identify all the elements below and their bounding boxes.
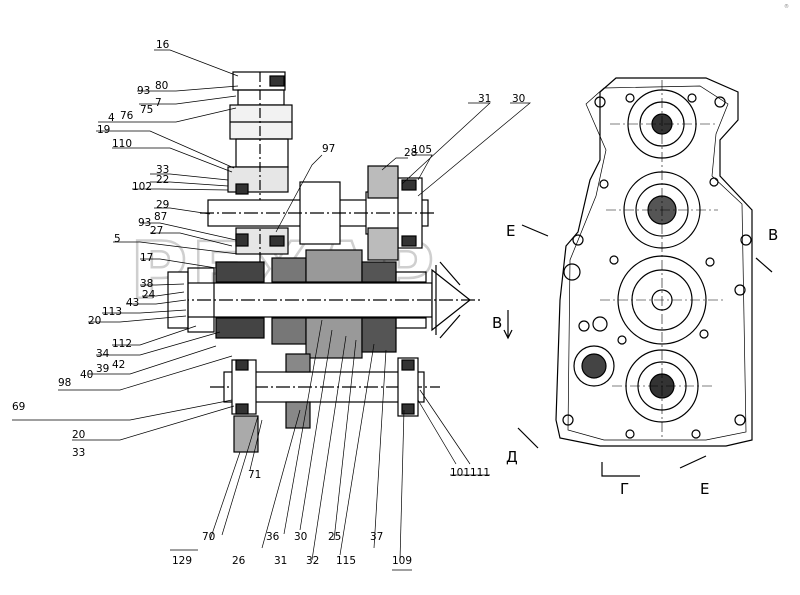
end-view — [503, 77, 773, 477]
callout-labels: 16 93 80 7 76 75 4 19 110 33 22 102 29 9… — [12, 39, 525, 567]
label-102: 102 — [132, 181, 152, 193]
label-115: 115 — [336, 555, 356, 567]
section-mark-v-mid: В — [492, 314, 502, 332]
sectional-view — [167, 71, 480, 453]
label-30: 30 — [512, 93, 525, 105]
label-20: 20 — [88, 315, 101, 327]
label-38: 38 — [140, 278, 153, 290]
label-30-b: 30 — [294, 531, 307, 543]
label-27: 27 — [150, 225, 163, 237]
label-110: 110 — [112, 138, 132, 150]
section-mark-d: Д — [506, 448, 518, 466]
label-70: 70 — [202, 531, 215, 543]
corner-mark: ® — [784, 3, 789, 10]
label-97: 97 — [322, 143, 335, 155]
label-76: 76 — [120, 110, 134, 122]
label-75: 75 — [140, 104, 153, 116]
label-71: 71 — [248, 469, 261, 481]
section-mark-e-bottom: Е — [700, 480, 709, 498]
label-16: 16 — [156, 39, 170, 51]
label-31: 31 — [478, 93, 491, 105]
label-32: 32 — [306, 555, 319, 567]
label-93: 93 — [137, 85, 150, 97]
label-69: 69 — [12, 401, 25, 413]
label-28: 28 — [404, 147, 417, 159]
label-112: 112 — [112, 338, 132, 350]
label-5: 5 — [114, 233, 121, 245]
label-101: 101 — [450, 467, 470, 479]
label-17: 17 — [140, 252, 153, 264]
label-34: 34 — [96, 348, 110, 360]
section-mark-e-top: Е — [506, 222, 515, 240]
label-80: 80 — [155, 80, 168, 92]
label-111: 111 — [470, 467, 490, 479]
section-mark-v-right: В — [768, 226, 778, 244]
label-39: 39 — [96, 363, 109, 375]
label-87: 87 — [154, 211, 167, 223]
label-109: 109 — [392, 555, 412, 567]
label-4: 4 — [108, 112, 115, 124]
label-22: 22 — [156, 174, 169, 186]
label-36: 36 — [266, 531, 280, 543]
section-marks: Е В В Д Г Е — [492, 222, 778, 498]
label-7: 7 — [155, 97, 162, 109]
leader-lines — [12, 49, 531, 571]
label-19: 19 — [97, 124, 110, 136]
label-33-b: 33 — [72, 447, 85, 459]
label-24: 24 — [142, 289, 156, 301]
label-26: 26 — [232, 555, 246, 567]
label-129: 129 — [172, 555, 192, 567]
label-29: 29 — [156, 199, 169, 211]
section-mark-g: Г — [620, 480, 629, 498]
label-42: 42 — [112, 359, 125, 371]
label-98: 98 — [58, 377, 71, 389]
label-25: 25 — [328, 531, 341, 543]
label-40: 40 — [80, 369, 93, 381]
label-105: 105 — [412, 144, 432, 156]
label-43: 43 — [126, 297, 139, 309]
label-20-b: 20 — [72, 429, 85, 441]
label-31-b: 31 — [274, 555, 287, 567]
label-113: 113 — [102, 306, 122, 318]
label-33: 33 — [156, 164, 169, 176]
label-93-b: 93 — [138, 217, 151, 229]
label-37: 37 — [370, 531, 383, 543]
